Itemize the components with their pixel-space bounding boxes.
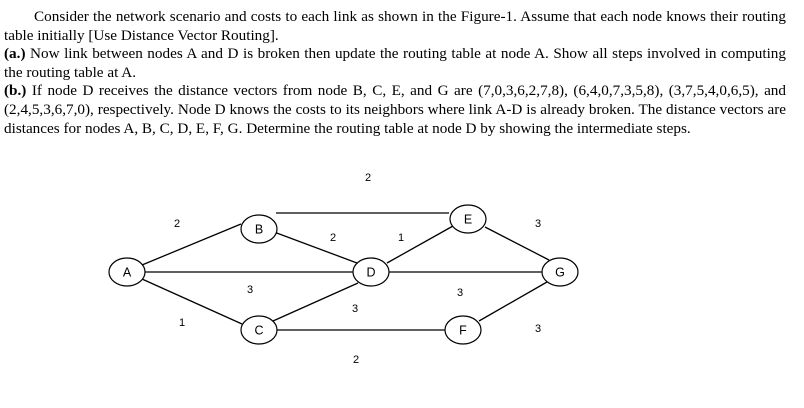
network-edges <box>141 212 550 331</box>
node-a: A <box>108 257 146 287</box>
edge-f-g <box>478 281 548 322</box>
cost-c-d: 3 <box>352 303 358 315</box>
node-e-label: E <box>464 213 472 227</box>
part-a-text: Now link between nodes A and D is broken… <box>4 45 786 81</box>
part-b-text: If node D receives the distance vectors … <box>4 82 786 137</box>
part-a-label: (a.) <box>4 45 26 63</box>
cost-a-c: 1 <box>179 317 185 329</box>
node-c-label: C <box>254 324 263 338</box>
node-d: D <box>352 257 390 287</box>
part-a: (a.) Now link between nodes A and D is b… <box>4 45 786 82</box>
edge-costs: 2 1 3 2 2 1 3 2 3 3 3 <box>174 172 541 366</box>
edge-a-c <box>141 278 243 325</box>
node-b: B <box>240 214 278 244</box>
problem-statement: Consider the network scenario and costs … <box>4 8 786 138</box>
edge-c-d <box>272 282 359 322</box>
node-c: C <box>240 315 278 345</box>
edge-a-b <box>141 223 242 266</box>
node-g: G <box>541 257 579 287</box>
cost-c-f: 2 <box>353 354 359 366</box>
cost-b-d: 2 <box>330 232 336 244</box>
edge-e-g <box>484 226 550 261</box>
node-f: F <box>444 315 482 345</box>
node-g-label: G <box>555 266 565 280</box>
edge-b-d <box>273 231 358 264</box>
cost-e-g: 3 <box>535 218 541 230</box>
cost-b-e: 2 <box>365 172 371 184</box>
node-a-label: A <box>123 266 132 280</box>
cost-d-g: 3 <box>457 287 463 299</box>
cost-f-g: 3 <box>535 323 541 335</box>
edge-d-e <box>386 225 454 264</box>
node-e: E <box>449 204 487 234</box>
network-nodes: A B C D E F G <box>108 204 579 345</box>
node-d-label: D <box>366 266 375 280</box>
part-b-label: (b.) <box>4 82 27 100</box>
cost-d-e: 1 <box>398 232 404 244</box>
cost-a-d: 3 <box>247 284 253 296</box>
node-b-label: B <box>255 223 263 237</box>
problem-intro: Consider the network scenario and costs … <box>4 8 786 44</box>
cost-a-b: 2 <box>174 218 180 230</box>
node-f-label: F <box>459 324 467 338</box>
part-b: (b.) If node D receives the distance vec… <box>4 82 786 138</box>
